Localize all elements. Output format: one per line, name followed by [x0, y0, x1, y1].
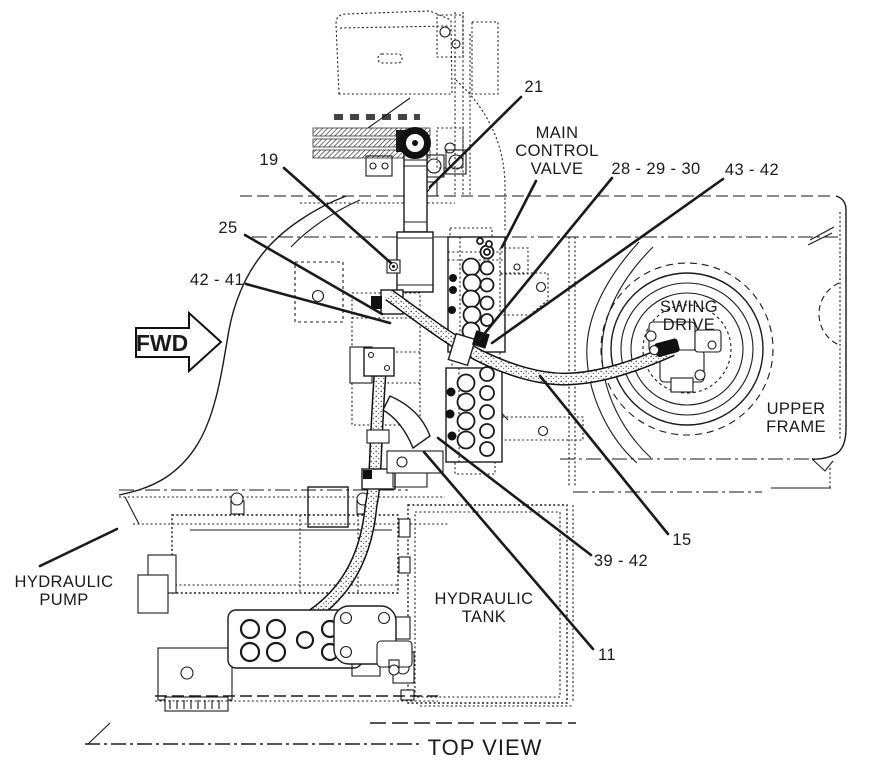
leader-line-25	[243, 233, 384, 316]
swing-hose-end-fitting	[649, 338, 680, 357]
hose-guard-bracket	[382, 395, 431, 450]
fwd-arrow-shape	[135, 310, 223, 374]
hose-clamp-mid	[447, 332, 477, 367]
leader-line-28-29-30	[478, 176, 614, 341]
hose-runs	[227, 289, 680, 677]
hose-clamp-upper	[366, 429, 390, 444]
leader-line-39-42	[436, 436, 593, 557]
hydraulic-pump	[137, 492, 399, 712]
leader-line-hydraulic-pump	[38, 527, 119, 568]
leader-line-19	[282, 166, 393, 265]
leader-line-15	[538, 374, 670, 536]
main-control-valve	[445, 227, 584, 475]
leader-line-21	[428, 95, 523, 189]
lower-frame-rails	[85, 695, 576, 745]
fwd-arrow-label: FWD	[136, 330, 188, 356]
leader-lines	[38, 95, 725, 651]
supply-tube	[371, 127, 434, 315]
pump-small-part	[376, 640, 413, 676]
upper-frame-outline	[118, 195, 847, 528]
leader-line-42-41	[244, 282, 392, 325]
hose-block-fitting	[363, 347, 395, 377]
swing-hose	[385, 289, 675, 386]
bracket-plate	[386, 450, 444, 474]
leader-line-43-42	[490, 177, 725, 345]
hydraulic-tank	[392, 504, 574, 704]
swing-drive	[600, 262, 774, 436]
fwd-arrow: FWD	[135, 310, 223, 374]
leader-line-11	[422, 450, 595, 651]
leader-line-main-control-valve	[500, 179, 538, 249]
